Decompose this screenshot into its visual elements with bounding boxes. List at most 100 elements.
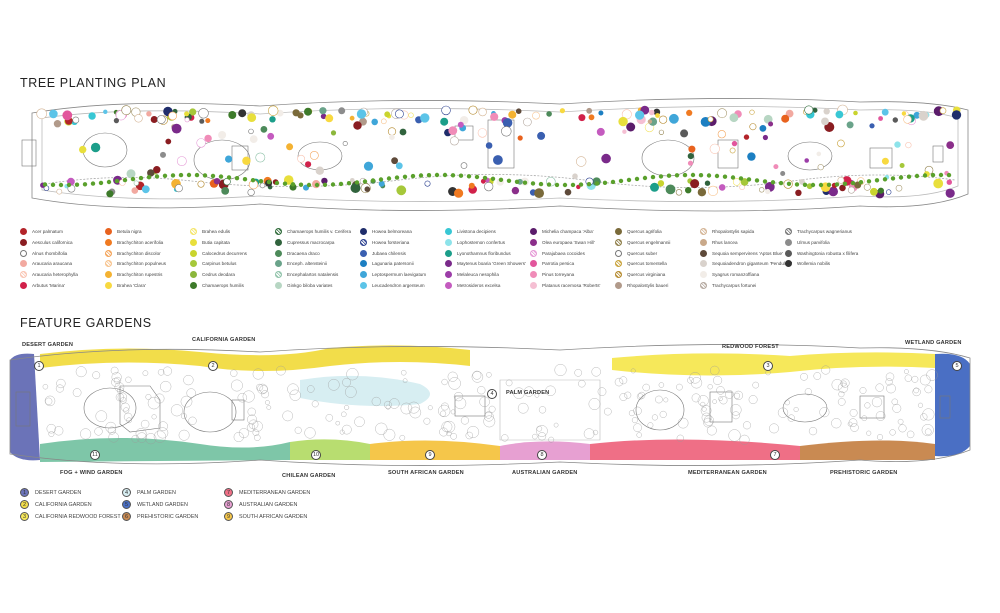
tree-symbol <box>680 129 689 138</box>
species-swatch-icon <box>105 238 112 246</box>
tree-symbol <box>228 111 237 119</box>
legend-species-item: Rhopalostylis sapida <box>700 228 754 235</box>
canopy-circle <box>633 423 642 432</box>
tree-symbol <box>103 109 108 114</box>
species-swatch-icon <box>530 228 537 235</box>
tree-symbol <box>650 174 656 180</box>
legend-species-item: Lophostemon confertus <box>445 238 505 246</box>
canopy-circle <box>633 406 642 416</box>
canopy-circle <box>733 390 743 400</box>
tree-symbol <box>586 107 593 114</box>
tree-symbol <box>106 179 112 185</box>
canopy-circle <box>897 418 904 425</box>
tree-symbol <box>704 180 711 186</box>
tree-symbol <box>658 174 664 179</box>
species-swatch-icon <box>615 271 622 279</box>
tree-symbol <box>729 113 739 123</box>
tree-symbol <box>460 162 468 169</box>
canopy-circle <box>335 421 340 426</box>
tree-symbol <box>885 189 892 195</box>
canopy-circle <box>659 410 667 418</box>
species-swatch-icon <box>615 260 622 268</box>
tree-symbol <box>154 174 160 179</box>
canopy-circle <box>769 423 779 434</box>
garden-label: WETLAND GARDEN <box>137 501 188 508</box>
canopy-circle <box>135 428 147 439</box>
canopy-circle <box>913 387 919 394</box>
tree-symbol <box>642 175 648 181</box>
species-label: Dracaena draco <box>287 250 320 256</box>
species-label: Washingtonia robusta x filifera <box>797 250 859 256</box>
tree-symbol <box>218 174 224 179</box>
canopy-circle <box>341 411 347 417</box>
tree-symbol <box>434 172 440 178</box>
canopy-circle <box>48 431 55 437</box>
tree-symbol <box>622 129 627 134</box>
tree-symbol <box>946 141 955 149</box>
canopy-circle <box>725 390 734 399</box>
canopy-circle <box>465 431 473 440</box>
legend-species-item: Carpinus betulus <box>190 260 237 268</box>
legend-species-item: Parajubaea cocoides <box>530 249 585 257</box>
tree-symbol <box>189 108 197 116</box>
feature-gardens-title: FEATURE GARDENS <box>20 316 152 330</box>
canopy-circle <box>447 371 458 382</box>
canopy-circle <box>891 398 898 405</box>
canopy-circle <box>467 426 480 438</box>
legend-species-item: Lyonothamnus floribundus <box>445 249 511 257</box>
tree-symbol <box>364 186 371 192</box>
canopy-circle <box>117 387 124 394</box>
tree-symbol <box>596 127 605 136</box>
canopy-circle <box>441 421 453 433</box>
canopy-circle <box>371 396 381 407</box>
tree-symbol <box>732 178 741 186</box>
legend-species-item: Quercus tomentella <box>615 260 667 268</box>
tree-symbol <box>951 110 962 120</box>
tree-symbol <box>837 176 845 184</box>
garden-number-badge: 2 <box>20 500 29 509</box>
tree-symbol <box>770 180 776 185</box>
species-swatch-icon <box>445 249 452 257</box>
tree-symbol <box>686 109 693 116</box>
legend-species-item: Cedrus deodara <box>190 271 235 279</box>
tree-symbol <box>36 108 48 120</box>
tree-symbol <box>218 131 227 139</box>
species-swatch-icon <box>190 282 197 289</box>
tree-symbol <box>823 108 830 115</box>
tree-symbol <box>484 181 494 192</box>
legend-species-item: Brahea edulis <box>190 228 230 235</box>
canopy-circle <box>718 396 723 401</box>
canopy-circle <box>700 401 706 407</box>
tree-symbol <box>199 118 205 124</box>
canopy-circle <box>848 418 858 427</box>
canopy-circle <box>142 370 149 376</box>
tree-symbol <box>330 182 336 187</box>
canopy-circle <box>407 401 420 414</box>
tree-symbol <box>442 172 448 178</box>
tree-symbol <box>946 179 952 185</box>
species-label: Olea europaea 'Swan Hill' <box>542 239 595 245</box>
canopy-circle <box>256 383 264 391</box>
species-label: Carpinus betulus <box>202 261 237 267</box>
species-label: Brachychiton acerifolia <box>117 239 164 245</box>
species-swatch-icon <box>530 238 537 246</box>
canopy-circle <box>110 366 119 375</box>
tree-symbol <box>746 177 752 182</box>
species-label: Lagunaria patersonii <box>372 261 414 267</box>
canopy-circle <box>45 397 53 405</box>
legend-species-item: Brachychiton acerifolia <box>105 238 164 246</box>
species-label: Sequoiadendron giganteum 'Pendulum' <box>712 261 793 267</box>
canopy-circle <box>911 375 919 383</box>
tree-symbol <box>839 184 846 192</box>
tree-symbol <box>588 114 595 121</box>
tree-symbol <box>391 157 398 165</box>
species-label: Quercus engelmannii <box>627 239 671 245</box>
canopy-circle <box>384 400 392 409</box>
tree-symbol <box>890 176 896 181</box>
canopy-circle <box>677 417 689 429</box>
species-swatch-icon <box>275 260 282 268</box>
canopy-circle <box>450 409 456 415</box>
tree-symbol <box>315 166 324 175</box>
tree-symbol <box>168 111 177 121</box>
